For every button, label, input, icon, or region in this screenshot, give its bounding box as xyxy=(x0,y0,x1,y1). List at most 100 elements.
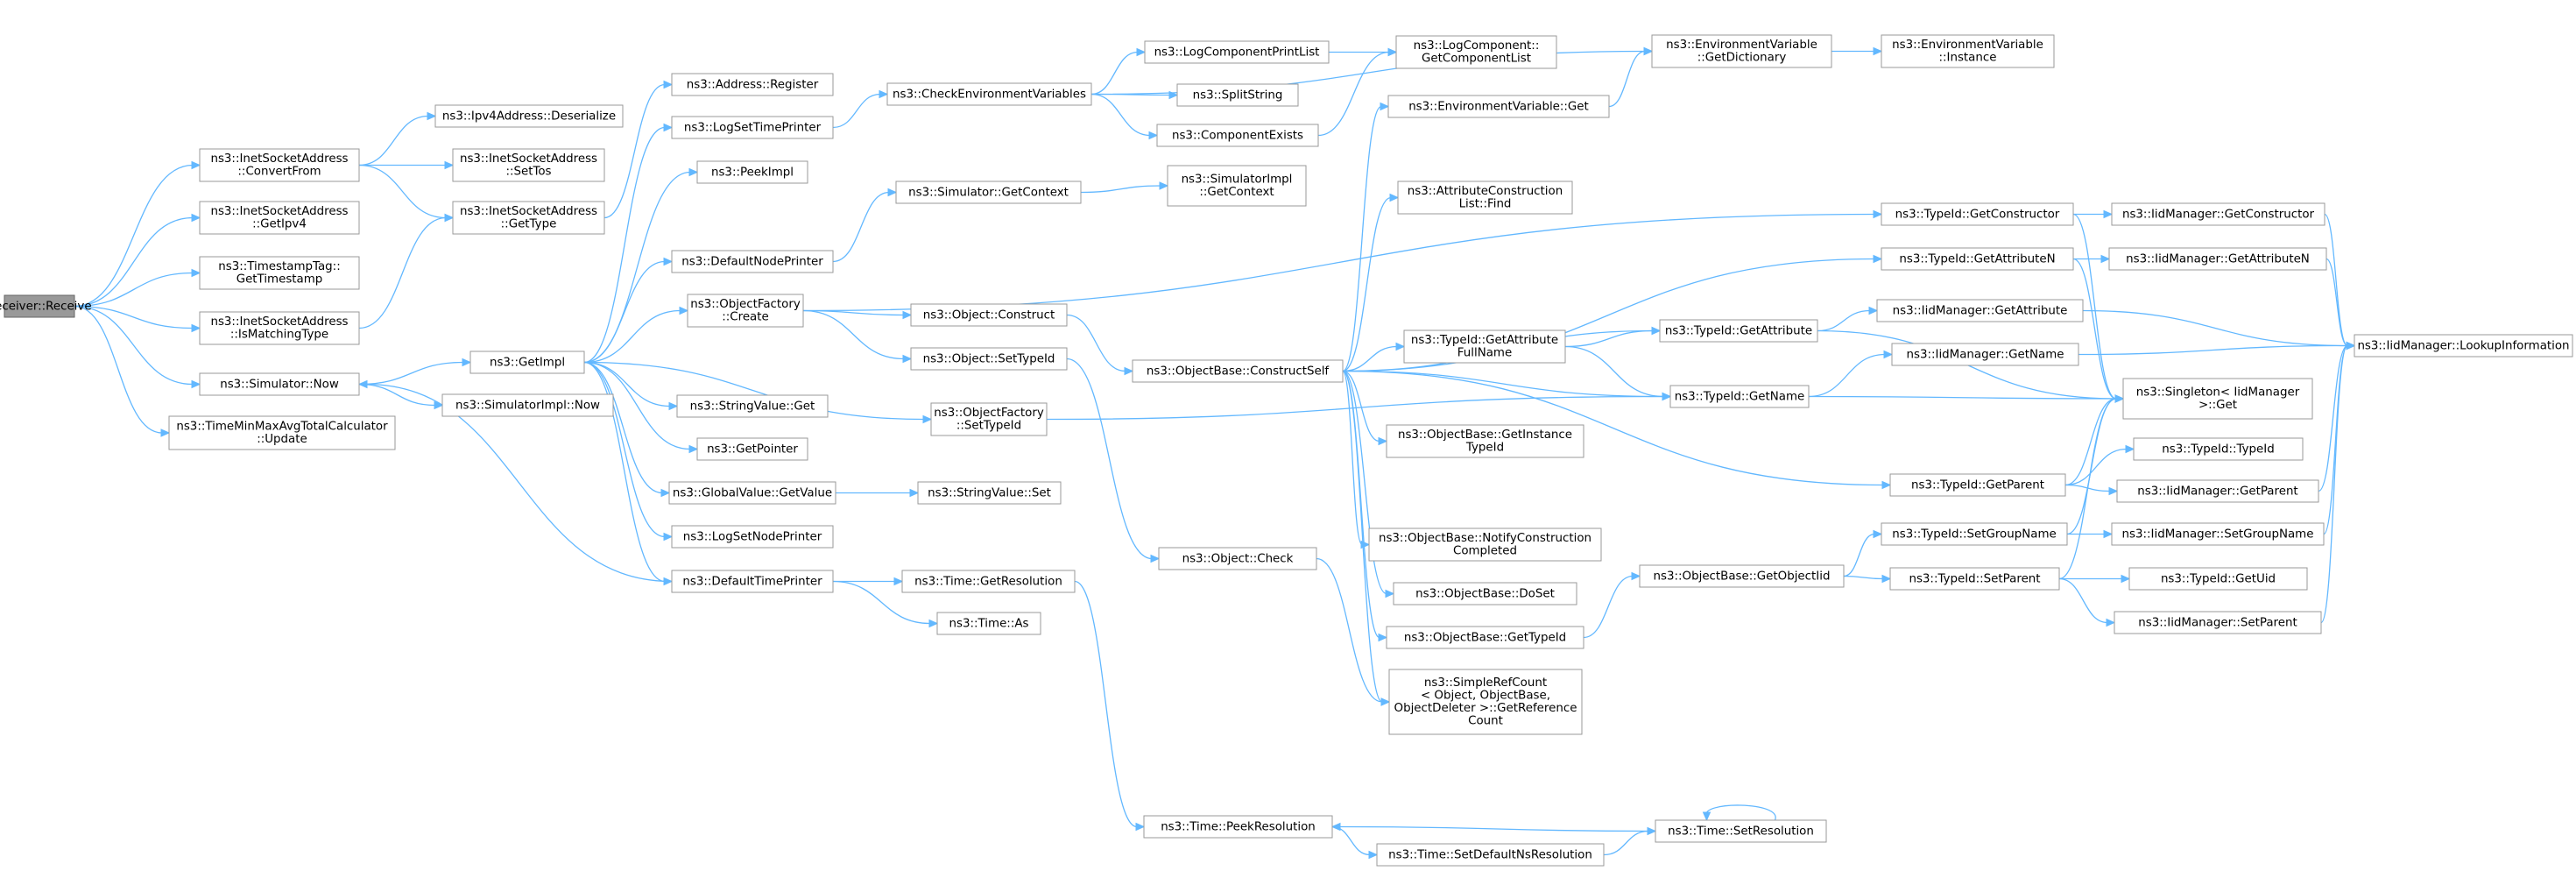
node-timestamptag-gettimestamp[interactable]: ns3::TimestampTag::GetTimestamp xyxy=(199,256,360,290)
node-time-setresolution[interactable]: ns3::Time::SetResolution xyxy=(1655,819,1827,843)
node-box xyxy=(696,160,808,184)
node-objectbase-doset[interactable]: ns3::ObjectBase::DoSet xyxy=(1393,582,1577,605)
node-simulator-getcontext[interactable]: ns3::Simulator::GetContext xyxy=(895,181,1082,204)
node-objectbase-gettypeid[interactable]: ns3::ObjectBase::GetTypeId xyxy=(1386,626,1584,649)
node-iidmanager-setparent[interactable]: ns3::IidManager::SetParent xyxy=(2114,611,2322,634)
arrowhead xyxy=(191,160,201,170)
arrowhead xyxy=(462,358,472,367)
node-box xyxy=(1876,299,2084,322)
node-time-peekresolution[interactable]: ns3::Time::PeekResolution xyxy=(1143,815,1333,839)
node-iidmanager-getname[interactable]: ns3::IidManager::GetName xyxy=(1891,343,2079,366)
node-typeid-getattribute[interactable]: ns3::TypeId::GetAttribute xyxy=(1659,319,1818,343)
node-objectbase-notifyconstructioncompleted[interactable]: ns3::ObjectBase::NotifyConstructionCompl… xyxy=(1368,528,1602,562)
arrowhead xyxy=(1378,436,1388,446)
node-box xyxy=(2116,479,2319,503)
node-inetsocket-gettype[interactable]: ns3::InetSocketAddress::GetType xyxy=(452,201,605,235)
node-objectfactory-settypeid[interactable]: ns3::ObjectFactory::SetTypeId xyxy=(930,402,1048,436)
node-componentexists[interactable]: ns3::ComponentExists xyxy=(1156,124,1319,147)
node-singleton-iidmanager-get[interactable]: ns3::Singleton< IidManager>::Get xyxy=(2122,378,2313,420)
node-iidmanager-getattribute[interactable]: ns3::IidManager::GetAttribute xyxy=(1876,299,2084,322)
node-box xyxy=(199,311,360,345)
node-label: ns3::TimeMinMaxAvgTotalCalculator xyxy=(176,421,388,434)
node-logcomponentprintlist[interactable]: ns3::LogComponentPrintList xyxy=(1144,40,1330,64)
node-inetsocket-convertfrom[interactable]: ns3::InetSocketAddress::ConvertFrom xyxy=(199,148,360,182)
node-peekimpl[interactable]: ns3::PeekImpl xyxy=(696,160,808,184)
node-envvar-getdictionary[interactable]: ns3::EnvironmentVariable::GetDictionary xyxy=(1651,34,1832,68)
node-label: ns3::ObjectBase::NotifyConstruction xyxy=(1379,532,1591,545)
node-objectbase-constructself[interactable]: ns3::ObjectBase::ConstructSelf xyxy=(1132,359,1344,383)
node-label: ns3::GetPointer xyxy=(707,443,798,456)
node-iidmanager-getattributen[interactable]: ns3::IidManager::GetAttributeN xyxy=(2108,247,2327,271)
node-simulator-now[interactable]: ns3::Simulator::Now xyxy=(199,372,360,396)
node-time-getresolution[interactable]: ns3::Time::GetResolution xyxy=(901,570,1076,593)
node-stringvalue-get[interactable]: ns3::StringValue::Get xyxy=(676,394,829,418)
node-label: ns3::TypeId::GetConstructor xyxy=(1895,208,2060,221)
node-typeid-setgroupname[interactable]: ns3::TypeId::SetGroupName xyxy=(1881,522,2068,546)
node-defaultnodeprinter[interactable]: ns3::DefaultNodePrinter xyxy=(671,250,834,273)
node-iidmanager-getparent[interactable]: ns3::IidManager::GetParent xyxy=(2116,479,2319,503)
arrowhead xyxy=(1651,326,1662,336)
node-iidmanager-getconstructor[interactable]: ns3::IidManager::GetConstructor xyxy=(2111,202,2325,226)
node-typeid-setparent[interactable]: ns3::TypeId::SetParent xyxy=(1889,567,2060,591)
node-label: ns3::IidManager::SetGroupName xyxy=(2122,528,2314,541)
node-box xyxy=(1386,424,1584,458)
node-typeid-getconstructor[interactable]: ns3::TypeId::GetConstructor xyxy=(1881,202,2074,226)
node-typeid-getparent[interactable]: ns3::TypeId::GetParent xyxy=(1889,473,2066,497)
node-time-as[interactable]: ns3::Time::As xyxy=(936,612,1041,635)
node-simplerefcount-getreferencecount[interactable]: ns3::SimpleRefCount< Object, ObjectBase,… xyxy=(1388,669,1583,735)
node-box xyxy=(2114,611,2322,634)
node-iidmanager-setgroupname[interactable]: ns3::IidManager::SetGroupName xyxy=(2111,522,2325,546)
node-box xyxy=(1881,522,2068,546)
call-edge xyxy=(1066,314,1126,372)
node-iidmanager-lookupinformation[interactable]: ns3::IidManager::LookupInformation xyxy=(2354,334,2573,358)
node-address-register[interactable]: ns3::Address::Register xyxy=(671,73,834,96)
node-getpointer[interactable]: ns3::GetPointer xyxy=(696,437,808,461)
node-logcomponent-getcomponentlist[interactable]: ns3::LogComponent::GetComponentList xyxy=(1395,35,1557,69)
node-checkenvvars[interactable]: ns3::CheckEnvironmentVariables xyxy=(886,82,1092,106)
call-edge xyxy=(358,216,447,329)
node-ipv4address-deserialize[interactable]: ns3::Ipv4Address::Deserialize xyxy=(434,104,624,128)
node-logsettimeprinter[interactable]: ns3::LogSetTimePrinter xyxy=(671,116,834,139)
node-receiver-receive[interactable]: Receiver::Receive xyxy=(0,294,92,318)
node-box xyxy=(1143,815,1333,839)
node-box xyxy=(1881,202,2074,226)
node-stringvalue-set[interactable]: ns3::StringValue::Set xyxy=(917,481,1062,505)
node-inetsocket-getipv4[interactable]: ns3::InetSocketAddress::GetIpv4 xyxy=(199,201,360,235)
node-getimpl[interactable]: ns3::GetImpl xyxy=(469,351,585,374)
node-label: ns3::Time::As xyxy=(949,617,1029,630)
node-object-check[interactable]: ns3::Object::Check xyxy=(1158,547,1317,570)
call-edge xyxy=(2064,398,2117,486)
call-edge xyxy=(1608,50,1646,108)
node-typeid-getname[interactable]: ns3::TypeId::GetName xyxy=(1669,385,1810,408)
node-time-setdefaultnsresolution[interactable]: ns3::Time::SetDefaultNsResolution xyxy=(1376,843,1605,867)
node-envvar-get[interactable]: ns3::EnvironmentVariable::Get xyxy=(1387,95,1610,118)
node-object-construct[interactable]: ns3::Object::Construct xyxy=(910,303,1068,327)
node-inetsocket-ismatchingtype[interactable]: ns3::InetSocketAddress::IsMatchingType xyxy=(199,311,360,345)
arrowhead xyxy=(1150,554,1161,563)
node-globalvalue-getvalue[interactable]: ns3::GlobalValue::GetValue xyxy=(668,481,836,505)
node-typeid-getattributen[interactable]: ns3::TypeId::GetAttributeN xyxy=(1881,247,2074,271)
node-objectbase-getobjectiid[interactable]: ns3::ObjectBase::GetObjectIid xyxy=(1639,564,1845,588)
node-typeid-getuid[interactable]: ns3::TypeId::GetUid xyxy=(2128,567,2308,591)
node-logsetnodeprinter[interactable]: ns3::LogSetNodePrinter xyxy=(671,525,834,549)
node-typeid-typeid[interactable]: ns3::TypeId::TypeId xyxy=(2133,437,2304,461)
node-objectfactory-create[interactable]: ns3::ObjectFactory::Create xyxy=(687,294,804,328)
call-edge xyxy=(1564,329,1654,348)
node-envvar-instance[interactable]: ns3::EnvironmentVariable::Instance xyxy=(1881,34,2055,68)
call-edge xyxy=(1316,557,1383,703)
node-inetsocket-settos[interactable]: ns3::InetSocketAddress::SetTos xyxy=(452,148,605,182)
node-timeminmax-update[interactable]: ns3::TimeMinMaxAvgTotalCalculator::Updat… xyxy=(168,415,396,450)
node-defaulttimeprinter[interactable]: ns3::DefaultTimePrinter xyxy=(671,570,834,593)
node-simulatorimpl-getcontext[interactable]: ns3::SimulatorImpl::GetContext xyxy=(1167,165,1307,207)
call-edge xyxy=(358,115,429,166)
node-object-settypeid[interactable]: ns3::Object::SetTypeId xyxy=(910,347,1068,371)
node-box xyxy=(1158,547,1317,570)
node-splitstring[interactable]: ns3::SplitString xyxy=(1176,83,1299,107)
arrowhead xyxy=(1380,102,1390,111)
node-simulatorimpl-now[interactable]: ns3::SimulatorImpl::Now xyxy=(441,393,614,417)
call-edge xyxy=(74,164,194,308)
